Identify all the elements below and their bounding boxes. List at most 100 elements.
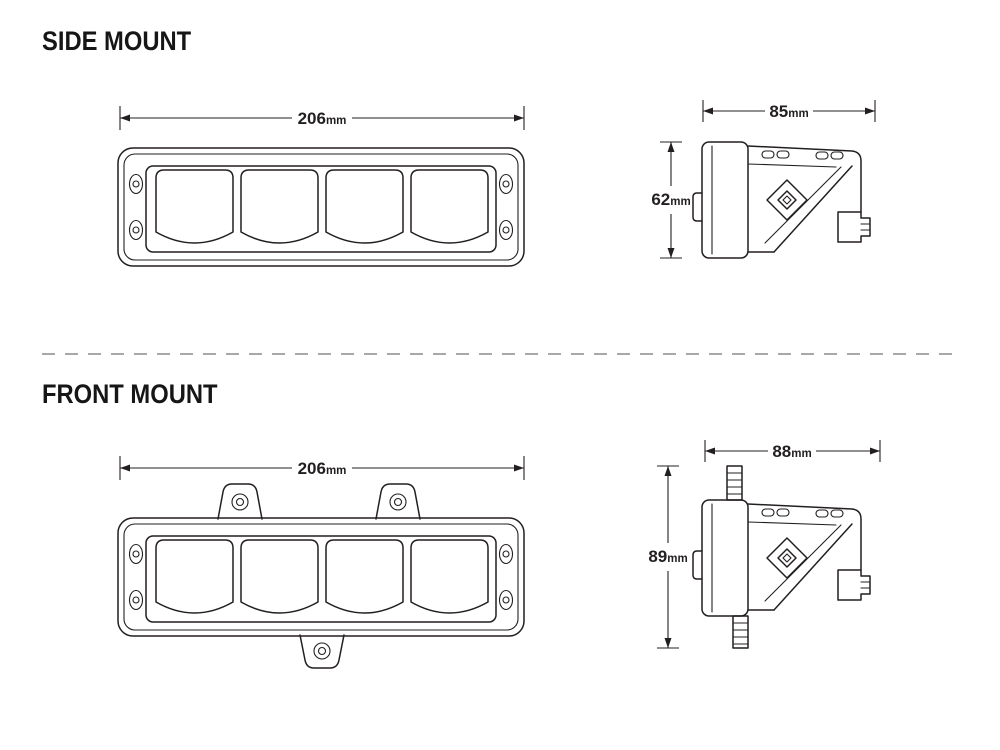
top-plate: [747, 145, 862, 213]
dimension-unit: mm: [667, 553, 687, 565]
connector-body: [837, 569, 871, 601]
screw-boss: [498, 173, 514, 195]
slot: [830, 151, 844, 160]
reflector-segment: [325, 539, 404, 614]
lamp-lens-frame: [145, 165, 497, 253]
dimension-value: 62: [651, 190, 670, 209]
tab-hole-inner: [317, 646, 327, 656]
screw-boss: [498, 543, 514, 565]
lamp-inner-housing: [123, 153, 519, 261]
front-mount-title: FRONT MOUNT: [42, 379, 218, 409]
dimension-label-206mm: 206mm: [298, 109, 347, 128]
slot: [761, 508, 775, 517]
dimension-label-85mm: 85mm: [769, 102, 808, 121]
bracket-profile: [692, 141, 862, 259]
tab-hole-inner: [235, 497, 245, 507]
screw-hole: [502, 550, 510, 558]
side-mount-title: SIDE MOUNT: [42, 26, 192, 56]
dimension-label-62mm: 62mm: [651, 190, 690, 209]
slot: [830, 509, 844, 518]
mounting-tab-bottom: [299, 634, 345, 669]
tab-hole: [313, 642, 331, 660]
screw-boss: [498, 589, 514, 611]
dimension-value: 88: [772, 442, 791, 461]
screw-boss: [128, 219, 144, 241]
dimension-unit: mm: [788, 108, 808, 120]
tab-hole: [389, 493, 407, 511]
dimension-unit: mm: [326, 115, 346, 127]
threaded-stud-bottom: [732, 615, 749, 649]
top-plate: [747, 503, 862, 571]
screw-hole: [132, 180, 140, 188]
dimension-height-89: 89mm: [648, 465, 688, 649]
reflector-segment: [240, 169, 319, 244]
mounting-slots: [761, 150, 844, 160]
threaded-stud-top: [726, 465, 743, 501]
dimension-label-88mm: 88mm: [772, 442, 811, 461]
tab-hole: [231, 493, 249, 511]
mounting-tab-top-right: [375, 483, 421, 520]
lamp-outer-housing: [117, 147, 525, 267]
slot: [815, 509, 829, 518]
reflector-segment: [240, 539, 319, 614]
lamp-body-side: [701, 499, 749, 617]
dimension-width-206: 206mm: [119, 106, 525, 130]
dimension-label-89mm: 89mm: [648, 547, 687, 566]
reflector-segment: [410, 539, 489, 614]
screw-boss: [128, 589, 144, 611]
dimension-value: 85: [769, 102, 788, 121]
side-screw-boss: [692, 550, 703, 580]
knob-outer-diamond: [766, 537, 808, 579]
corner-screw-bosses: [128, 173, 514, 241]
screw-hole: [502, 596, 510, 604]
reflector-segment: [325, 169, 404, 244]
side-screw-boss: [692, 192, 703, 222]
screw-hole: [502, 226, 510, 234]
dimension-value: 89: [648, 547, 667, 566]
screw-hole: [132, 226, 140, 234]
connector-block: [837, 569, 871, 601]
tab-hole-inner: [393, 497, 403, 507]
dimension-unit: mm: [326, 465, 346, 477]
dimension-unit: mm: [670, 196, 690, 208]
side-mount-side-view: 85mm 62mm: [651, 100, 876, 259]
plate-underside: [747, 521, 837, 526]
lamp-outer-housing: [117, 517, 525, 637]
top-mounting-tabs: [217, 483, 421, 520]
screw-boss: [128, 543, 144, 565]
lamp-reflectors: [155, 539, 489, 614]
dimension-width-88: 88mm: [704, 440, 881, 462]
bottom-mounting-tab: [299, 634, 345, 669]
lamp-reflectors: [155, 169, 489, 244]
bracket-arm-outer: [773, 523, 853, 611]
screw-boss: [498, 219, 514, 241]
stud-threads: [732, 622, 749, 645]
front-mount-side-view: 88mm 89mm: [648, 440, 881, 649]
connector-ridges: [860, 581, 871, 589]
dimension-width-206: 206mm: [119, 456, 525, 480]
slot: [761, 150, 775, 159]
dimension-label-206mm: 206mm: [298, 459, 347, 478]
connector-ridges: [860, 223, 871, 231]
slot: [815, 151, 829, 160]
dimension-height-62: 62mm: [651, 141, 691, 259]
lamp-body-side: [701, 141, 749, 259]
mounting-slots: [761, 508, 844, 518]
corner-screw-bosses: [128, 543, 514, 611]
stud-body: [726, 465, 743, 501]
screw-hole: [132, 596, 140, 604]
stud-body: [732, 615, 749, 649]
connector-block: [837, 211, 871, 243]
knob-outer-diamond: [766, 179, 808, 221]
plate-underside: [747, 163, 837, 168]
dimension-value: 206: [298, 109, 326, 128]
adjuster-knob: [766, 179, 808, 221]
reflector-segment: [155, 539, 234, 614]
knob-mid-diamond: [777, 548, 797, 568]
reflector-segment: [410, 169, 489, 244]
knob-inner-diamond: [782, 553, 792, 563]
dimension-width-85: 85mm: [702, 100, 876, 122]
dimension-unit: mm: [791, 448, 811, 460]
